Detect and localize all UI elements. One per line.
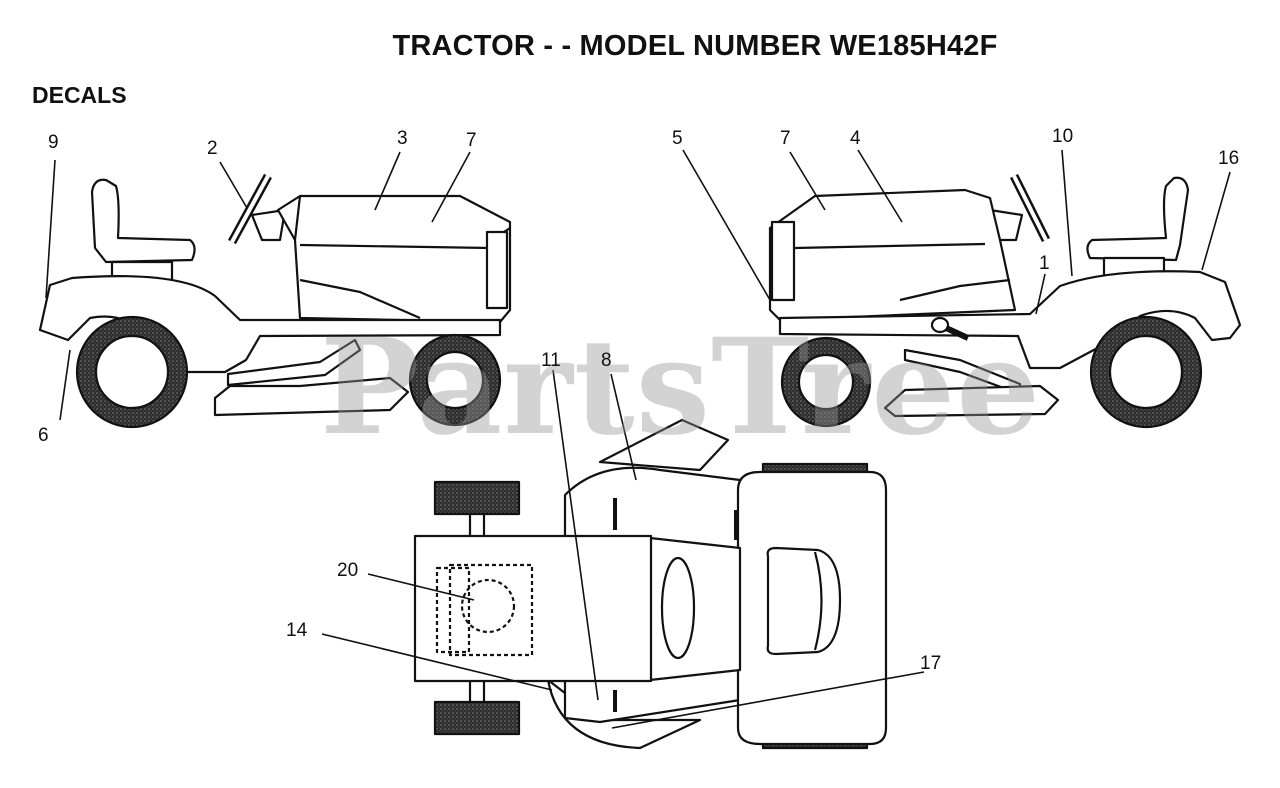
mower-deck <box>213 376 410 417</box>
callout-1: 1 <box>1039 253 1050 274</box>
top-view <box>413 418 888 750</box>
left-side-view <box>38 173 512 429</box>
watermark: PartsTree <box>320 310 1042 465</box>
hood <box>276 194 512 324</box>
callout-10: 10 <box>1052 126 1074 147</box>
callout-16: 16 <box>1218 148 1240 169</box>
callout-3: 3 <box>397 128 408 149</box>
seat-icon <box>90 178 196 264</box>
callout-20: 20 <box>337 560 359 581</box>
callout-7: 7 <box>466 130 477 151</box>
rear-body-top <box>413 534 653 683</box>
diagram-title: TRACTOR - - MODEL NUMBER WE185H42F <box>392 30 998 62</box>
callout-2: 2 <box>207 138 218 159</box>
callout-17: 17 <box>920 653 942 674</box>
callout-6: 6 <box>38 425 49 446</box>
callout-11: 11 <box>541 350 561 371</box>
right-side-view <box>768 173 1242 429</box>
callout-5: 5 <box>672 128 683 149</box>
section-label: DECALS <box>32 82 127 108</box>
callout-9: 9 <box>48 132 59 153</box>
leader-lines <box>45 149 1231 729</box>
callout-4: 4 <box>850 128 861 149</box>
callout-8: 8 <box>601 350 612 371</box>
callout-7b: 7 <box>780 128 791 149</box>
callout-14: 14 <box>286 620 308 641</box>
